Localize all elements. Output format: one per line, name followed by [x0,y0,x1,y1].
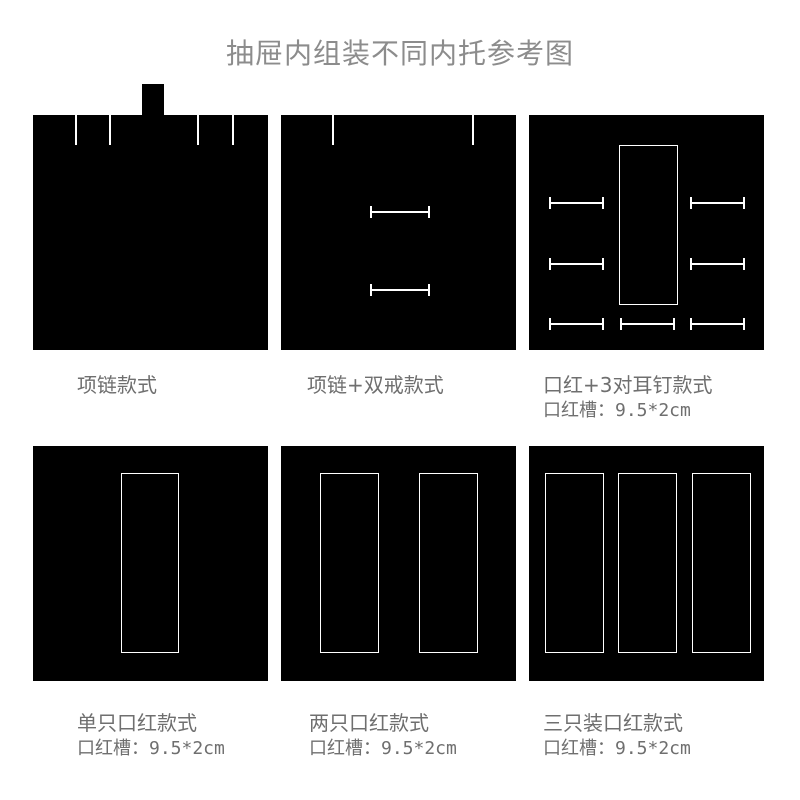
tray-necklace-two-rings [281,115,516,350]
page-title: 抽屉内组装不同内托参考图 [225,37,574,70]
necklace-slit [75,115,77,145]
variant-name: 两只口红款式 [309,711,429,735]
caption-two-lipsticks: 两只口红款式 口红槽：9.5*2cm [309,710,457,762]
necklace-slit [472,115,474,145]
lipstick-slot [618,473,677,653]
caption-three-lipsticks: 三只装口红款式 口红槽：9.5*2cm [543,710,691,762]
lipstick-slot [545,473,604,653]
caption-necklace-two-rings: 项链+双戒款式 [307,372,444,398]
tray-lipstick-earrings [529,115,764,350]
earring-slot [549,197,604,209]
earring-slot [620,318,675,330]
caption-lipstick-earrings: 口红+3对耳钉款式 口红槽：9.5*2cm [543,372,712,424]
slot-spec: 口红槽：9.5*2cm [309,738,457,759]
tray-necklace [33,115,268,350]
lipstick-slot [121,473,179,653]
slot-spec: 口红槽：9.5*2cm [77,738,225,759]
variant-name: 项链款式 [77,373,157,397]
variant-name: 单只口红款式 [77,711,197,735]
variant-name: 项链+双戒款式 [307,373,444,397]
necklace-slit [109,115,111,145]
drawer-pull-tab [142,84,164,115]
slot-spec: 口红槽：9.5*2cm [543,738,691,759]
caption-single-lipstick: 单只口红款式 口红槽：9.5*2cm [77,710,225,762]
necklace-slit [197,115,199,145]
ring-slot [370,284,430,296]
tray-two-lipsticks [281,446,516,681]
earring-slot [690,197,745,209]
tray-three-lipsticks [529,446,764,681]
earring-slot [549,318,604,330]
ring-slot [370,206,430,218]
lipstick-slot [692,473,751,653]
variant-name: 三只装口红款式 [543,711,683,735]
lipstick-slot [320,473,379,653]
lipstick-slot [619,145,678,305]
necklace-slit [332,115,334,145]
necklace-slit [232,115,234,145]
tray-single-lipstick [33,446,268,681]
variant-name: 口红+3对耳钉款式 [543,373,713,397]
caption-necklace: 项链款式 [77,372,157,398]
earring-slot [549,258,604,270]
earring-slot [690,258,745,270]
slot-spec: 口红槽：9.5*2cm [543,400,691,421]
earring-slot [690,318,745,330]
lipstick-slot [419,473,478,653]
